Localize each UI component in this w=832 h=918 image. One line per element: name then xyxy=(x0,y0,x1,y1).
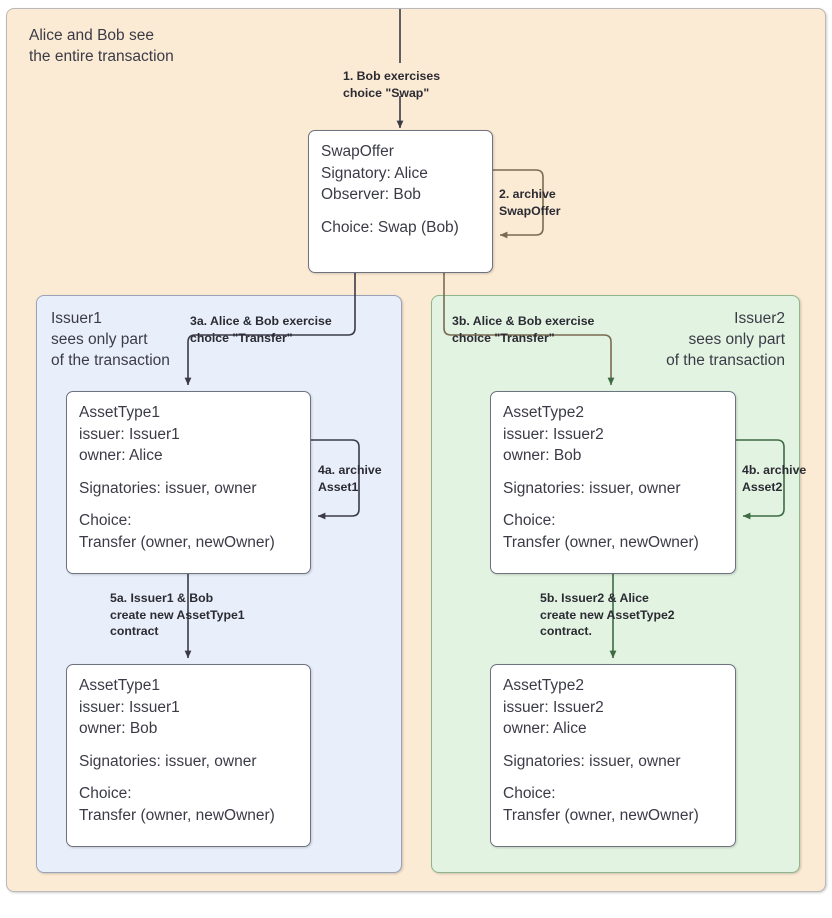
issuer2-caption: Issuer2 sees only part of the transactio… xyxy=(666,310,785,369)
assettype1-bottom-owner: owner: Bob xyxy=(79,720,158,737)
assettype2-bottom-signatories: Signatories: issuer, owner xyxy=(503,752,681,770)
assettype1-top-title: AssetType1 xyxy=(79,404,160,421)
assettype1-bottom-title: AssetType1 xyxy=(79,677,160,694)
assettype1-bottom-choice-label: Choice: xyxy=(79,785,132,802)
assettype2-bottom-owner: owner: Alice xyxy=(503,720,587,737)
spacer xyxy=(79,467,298,478)
spacer xyxy=(503,499,723,510)
assettype1-top-choice-transfer: Transfer (owner, newOwner) xyxy=(79,533,275,551)
spacer xyxy=(321,206,480,217)
swapoffer-observer: Observer: Bob xyxy=(321,186,421,203)
assettype2-bottom-choice-label: Choice: xyxy=(503,785,556,802)
spacer xyxy=(79,772,298,783)
assettype2-top-issuer: issuer: Issuer2 xyxy=(503,425,604,443)
assettype1-bottom-choice-transfer: Transfer (owner, newOwner) xyxy=(79,806,275,824)
assettype1-bottom-issuer: issuer: Issuer1 xyxy=(79,698,180,716)
spacer xyxy=(503,467,723,478)
edge-label-step4a: 4a. archive Asset1 xyxy=(318,463,382,494)
card-assettype2-bottom[interactable]: AssetType2 issuer: Issuer2 owner: Alice … xyxy=(490,664,736,847)
swapoffer-choice: Choice: Swap (Bob) xyxy=(321,218,459,236)
assettype2-top-title: AssetType2 xyxy=(503,404,584,421)
swapoffer-signatory: Signatory: Alice xyxy=(321,164,428,182)
edge-label-step1: 1. Bob exercises choice "Swap" xyxy=(343,69,441,100)
spacer xyxy=(79,740,298,751)
card-swapoffer[interactable]: SwapOffer Signatory: Alice Observer: Bob… xyxy=(308,130,493,273)
card-assettype1-top[interactable]: AssetType1 issuer: Issuer1 owner: Alice … xyxy=(66,391,311,574)
swapoffer-title: SwapOffer xyxy=(321,143,394,160)
edge-label-step5b: 5b. Issuer2 & Alice create new AssetType… xyxy=(540,591,675,638)
edge-label-step5a: 5a. Issuer1 & Bob create new AssetType1 … xyxy=(110,591,245,638)
card-assettype1-bottom[interactable]: AssetType1 issuer: Issuer1 owner: Bob Si… xyxy=(66,664,311,847)
edge-label-step4b: 4b. archive Asset2 xyxy=(742,463,807,494)
assettype2-top-choice-label: Choice: xyxy=(503,512,556,529)
assettype2-bottom-choice-transfer: Transfer (owner, newOwner) xyxy=(503,806,699,824)
assettype1-top-owner: owner: Alice xyxy=(79,447,163,464)
issuer1-caption: Issuer1 sees only part of the transactio… xyxy=(51,310,170,369)
assettype2-top-choice-transfer: Transfer (owner, newOwner) xyxy=(503,533,699,551)
assettype1-top-issuer: issuer: Issuer1 xyxy=(79,425,180,443)
assettype2-top-signatories: Signatories: issuer, owner xyxy=(503,479,681,497)
assettype1-top-signatories: Signatories: issuer, owner xyxy=(79,479,257,497)
edge-label-step3b: 3b. Alice & Bob exercise choice "Transfe… xyxy=(452,314,595,345)
spacer xyxy=(503,772,723,783)
spacer xyxy=(79,499,298,510)
shared-view-caption: Alice and Bob see the entire transaction xyxy=(29,27,174,65)
assettype1-top-choice-label: Choice: xyxy=(79,512,132,529)
assettype2-top-owner: owner: Bob xyxy=(503,447,582,464)
assettype2-bottom-title: AssetType2 xyxy=(503,677,584,694)
spacer xyxy=(503,740,723,751)
edge-label-step3a: 3a. Alice & Bob exercise choice "Transfe… xyxy=(190,314,332,345)
assettype2-bottom-issuer: issuer: Issuer2 xyxy=(503,698,604,716)
assettype1-bottom-signatories: Signatories: issuer, owner xyxy=(79,752,257,770)
card-assettype2-top[interactable]: AssetType2 issuer: Issuer2 owner: Bob Si… xyxy=(490,391,736,574)
edge-label-step2: 2. archive SwapOffer xyxy=(499,187,561,218)
